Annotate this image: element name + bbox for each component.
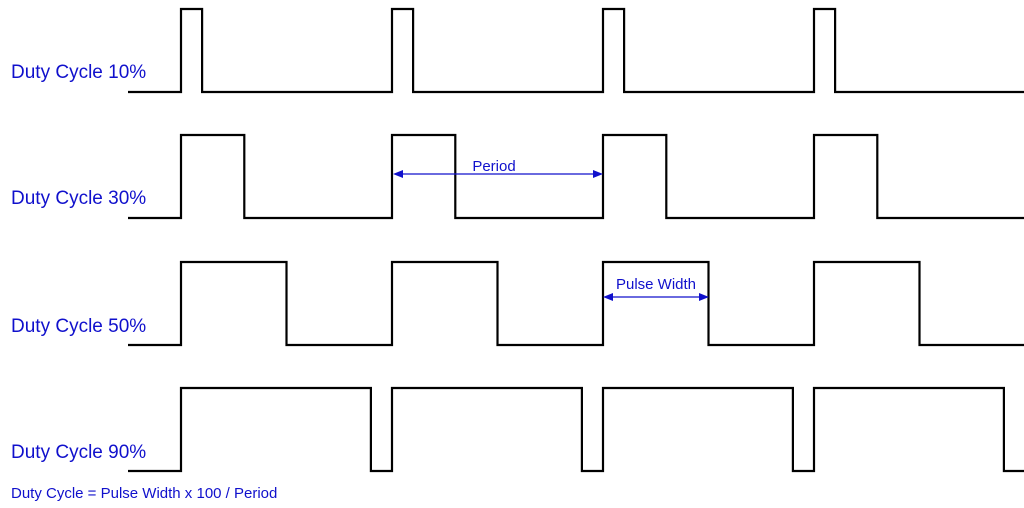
period-annotation: Period (393, 158, 603, 178)
waveform-duty-90 (128, 386, 1024, 473)
pulse-width-arrowhead-right-icon (699, 293, 709, 301)
period-label: Period (472, 158, 515, 175)
row-label-duty-90: Duty Cycle 90% (11, 442, 146, 463)
waveform-duty-50 (128, 260, 1024, 347)
pulse-width-arrowhead-left-icon (603, 293, 613, 301)
duty-cycle-formula: Duty Cycle = Pulse Width x 100 / Period (11, 485, 277, 502)
row-label-duty-10: Duty Cycle 10% (11, 62, 146, 83)
row-label-duty-50: Duty Cycle 50% (11, 316, 146, 337)
pulse-width-label: Pulse Width (616, 276, 696, 293)
waveform-duty-30 (128, 133, 1024, 220)
pulse-width-annotation: Pulse Width (603, 276, 709, 301)
row-label-duty-30: Duty Cycle 30% (11, 188, 146, 209)
period-arrowhead-right-icon (593, 170, 603, 178)
waveform-duty-10 (128, 7, 1024, 94)
period-arrowhead-left-icon (393, 170, 403, 178)
